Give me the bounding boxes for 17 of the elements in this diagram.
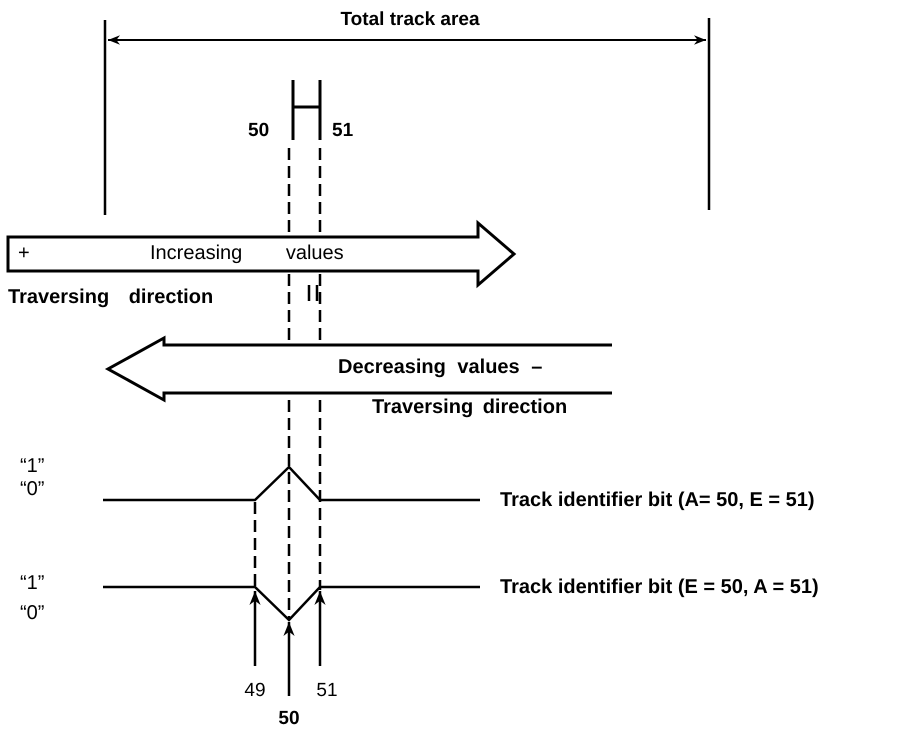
sign-label: + bbox=[18, 243, 30, 263]
level-label: “1” bbox=[20, 573, 44, 593]
position-label: 51 bbox=[332, 121, 354, 140]
position-label: 50 bbox=[278, 709, 300, 728]
level-label: “0” bbox=[20, 603, 44, 623]
arrow-label: Increasing values bbox=[150, 243, 344, 263]
level-label: “1” bbox=[20, 456, 44, 476]
dimension-label: Total track area bbox=[340, 10, 480, 29]
position-label: 51 bbox=[316, 681, 338, 700]
level-label: “0” bbox=[20, 479, 44, 499]
arrow-label: Decreasing values – bbox=[338, 357, 542, 377]
direction-caption: Traversing direction bbox=[372, 397, 568, 417]
direction-caption: Traversing direction bbox=[8, 287, 214, 307]
position-label: 49 bbox=[244, 681, 266, 700]
signal-label: Track identifier bit (E = 50, A = 51) bbox=[500, 577, 819, 597]
position-label: 50 bbox=[248, 121, 270, 140]
signal-label: Track identifier bit (A= 50, E = 51) bbox=[500, 490, 815, 510]
